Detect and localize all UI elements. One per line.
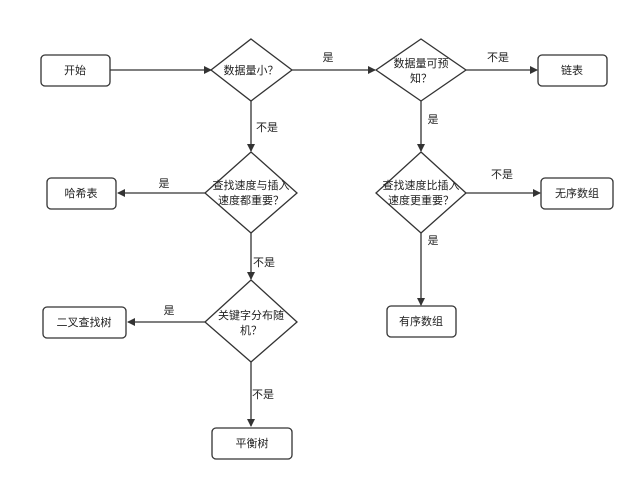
edge-label-key-no: 不是 — [252, 388, 274, 401]
edge-label-predict-no: 不是 — [487, 51, 509, 64]
label-linked-list: 链表 — [561, 63, 583, 77]
node-ordered-array-box — [386, 305, 457, 338]
node-bst-box — [42, 306, 127, 339]
edge-label-speed2-yes: 是 — [428, 234, 439, 247]
edge-label-small-yes: 是 — [323, 51, 334, 64]
node-balanced-tree-box — [211, 427, 293, 460]
label-speed-both-line1: 查找速度与插入 — [213, 178, 290, 192]
edge-label-speed-yes: 是 — [159, 177, 170, 190]
label-speed-both-line2: 速度都重要？ — [218, 193, 284, 207]
label-ordered-array: 有序数组 — [399, 314, 443, 328]
node-key-random-diamond — [204, 279, 298, 363]
edge-label-small-no: 不是 — [256, 121, 278, 134]
node-unordered-array-box — [540, 177, 614, 210]
edge-label-speed2-no: 不是 — [491, 168, 513, 181]
node-speed-search-diamond — [375, 151, 467, 234]
node-linked-list-box — [537, 54, 608, 87]
edge-label-speed-no: 不是 — [253, 256, 275, 269]
node-data-small-diamond — [209, 38, 294, 102]
node-speed-both-diamond — [204, 151, 298, 234]
label-hash-table: 哈希表 — [65, 186, 98, 200]
label-balanced-tree: 平衡树 — [236, 436, 269, 450]
label-data-predictable-line2: 知？ — [410, 71, 432, 85]
edge-label-key-yes: 是 — [164, 304, 175, 317]
label-data-predictable-line1: 数据量可预 — [394, 56, 449, 70]
label-key-random-line2: 机？ — [240, 323, 262, 337]
label-data-small: 数据量小？ — [224, 63, 279, 77]
label-speed-search-line1: 查找速度比插入 — [383, 178, 460, 192]
label-speed-search-line2: 速度更重要？ — [388, 193, 454, 207]
label-key-random-line1: 关键字分布随 — [218, 308, 284, 322]
edge-label-predict-yes: 是 — [428, 113, 439, 126]
label-start: 开始 — [64, 63, 86, 77]
label-bst: 二叉查找树 — [57, 315, 112, 329]
node-data-predictable-diamond — [374, 38, 468, 102]
label-unordered-array: 无序数组 — [555, 186, 599, 200]
node-start-box — [40, 54, 111, 87]
node-hash-table-box — [46, 177, 117, 210]
